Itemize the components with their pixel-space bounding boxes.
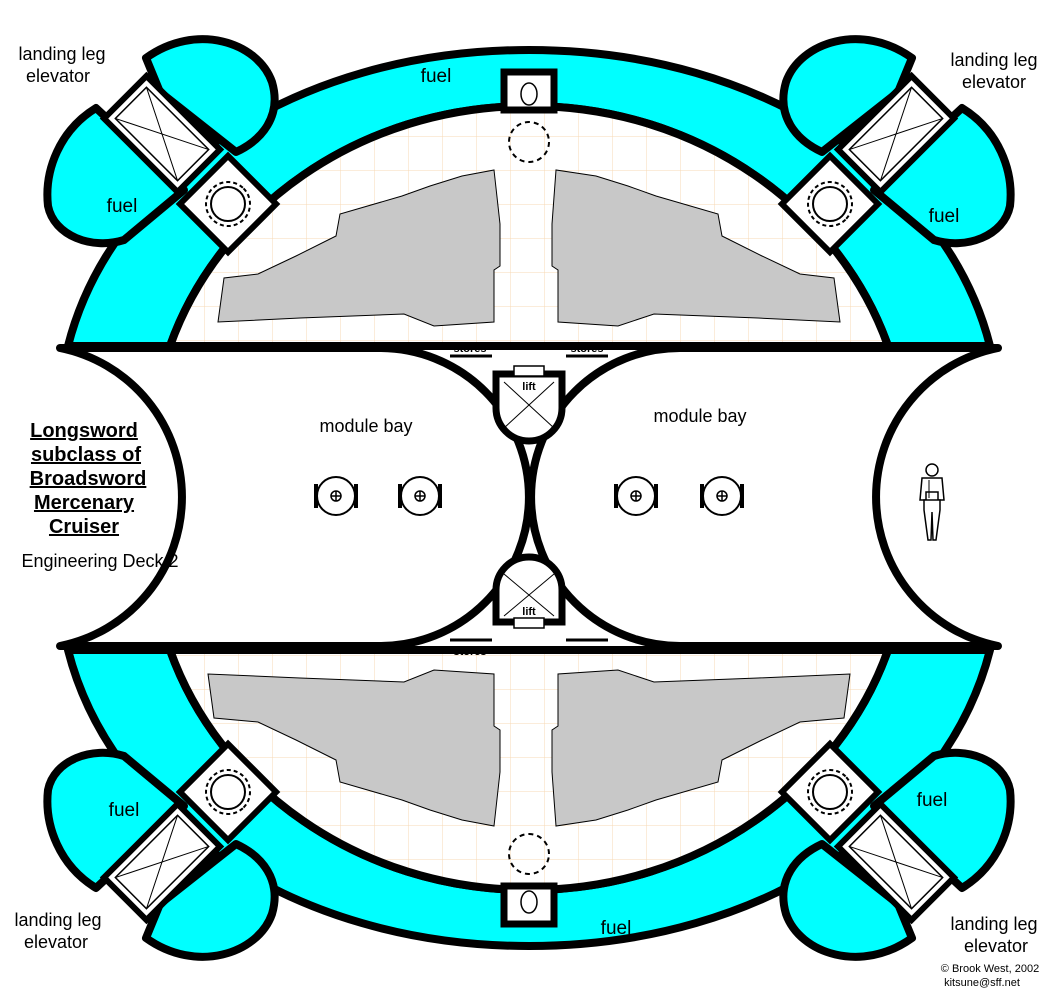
title-line: subclass of (31, 444, 141, 466)
stores-label: stores (453, 646, 486, 658)
landing-leg-label-line1: landing leg (950, 914, 1037, 934)
lift-label: lift (522, 381, 536, 393)
landing-leg-label-line1: landing leg (14, 910, 101, 930)
top-section (43, 35, 1015, 350)
stores-label: stores (570, 343, 603, 355)
human-scale-figure-icon (919, 463, 945, 541)
module-bay-label: module bay (319, 416, 412, 436)
machinery-block (217, 169, 501, 327)
module-bay-label: module bay (653, 406, 746, 426)
title-line: Mercenary (34, 492, 135, 514)
credit-email: kitsune@sff.net (944, 977, 1020, 989)
title-line: Longsword (30, 420, 138, 442)
fuel-label: fuel (601, 918, 632, 939)
machinery-block (207, 669, 501, 827)
module-bay-right (527, 344, 1002, 650)
landing-leg-pod-bottom-left (142, 840, 279, 961)
landing-leg-pod-top-left (142, 35, 279, 156)
landing-leg-pod-bottom-right (779, 840, 916, 961)
landing-leg-label-line1: landing leg (950, 50, 1037, 70)
bottom-section (43, 646, 1015, 961)
lift-top (492, 365, 566, 445)
landing-leg-label-line2: elevator (964, 936, 1028, 956)
title-line: Cruiser (49, 516, 119, 538)
hatch-circle-icon (508, 833, 550, 875)
stores-label: stores (453, 343, 486, 355)
machinery-block (551, 669, 851, 827)
fuel-tank-top-right (870, 104, 1015, 248)
deck-subtitle: Engineering Deck 2 (21, 551, 178, 571)
stores-label: stores (568, 645, 601, 657)
fuel-label: fuel (917, 790, 948, 811)
landing-leg-pod-top-right (779, 35, 916, 156)
top-hatch (500, 68, 558, 114)
machinery-block (551, 169, 841, 327)
lift-label: lift (522, 606, 536, 618)
fuel-tank-bottom-left (43, 748, 188, 892)
landing-leg-label-line2: elevator (26, 66, 90, 86)
fuel-tank-top-left (43, 104, 188, 248)
landing-leg-label-line2: elevator (962, 72, 1026, 92)
fuel-label: fuel (109, 800, 140, 821)
fuel-label: fuel (421, 66, 452, 87)
credit-line: © Brook West, 2002 (941, 963, 1039, 975)
fuel-label: fuel (929, 206, 960, 227)
landing-leg-label-line1: landing leg (18, 44, 105, 64)
labels: fuel fuel fuel fuel fuel fuel landing le… (14, 44, 1039, 989)
title-line: Broadsword (30, 468, 147, 490)
fuel-tank-bottom-right (870, 748, 1015, 892)
module-bay-section (56, 344, 1002, 650)
fuel-label: fuel (107, 196, 138, 217)
lift-bottom (492, 553, 566, 629)
landing-leg-label-line2: elevator (24, 932, 88, 952)
hatch-circle-icon (508, 121, 550, 163)
